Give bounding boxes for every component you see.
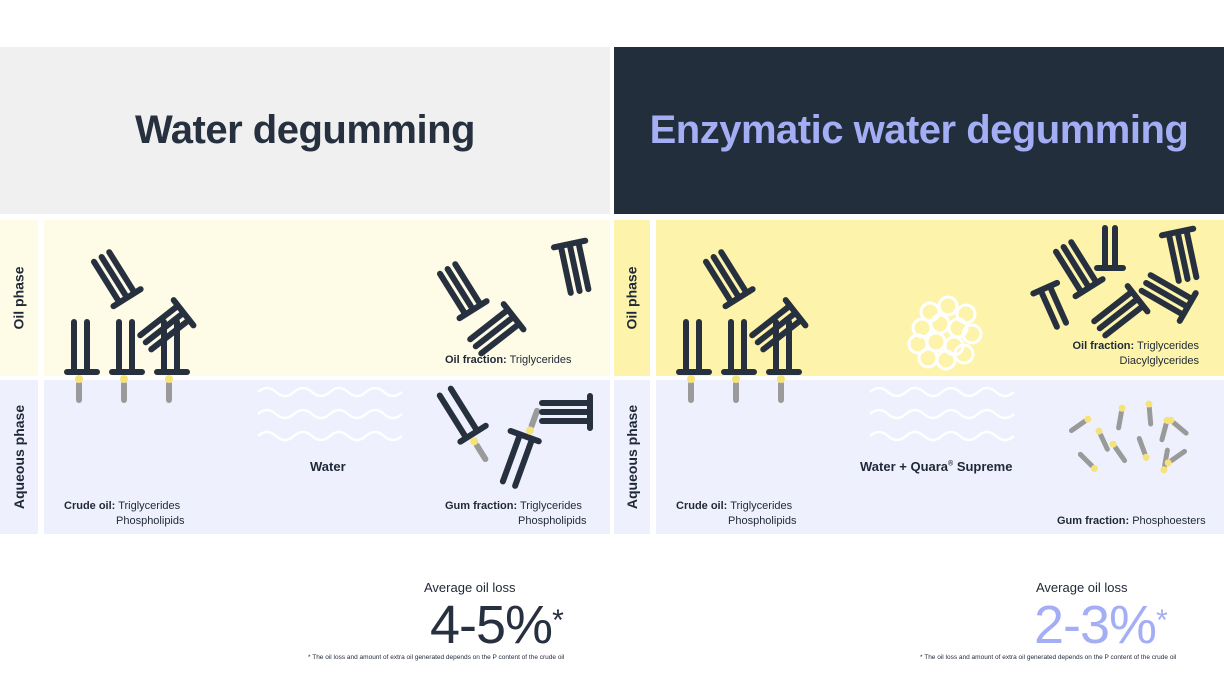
right-water-label-prefix: Water + Quara bbox=[860, 459, 949, 474]
left-loss-label: Average oil loss bbox=[424, 580, 516, 595]
right-aqueous-phase-tab bbox=[614, 380, 650, 534]
left-loss-value: 4-5%* bbox=[430, 595, 564, 655]
left-oil-fraction-title: Oil fraction: bbox=[445, 354, 507, 366]
left-crude-oil-title: Crude oil: bbox=[64, 500, 116, 512]
right-crude-oil-item: Triglycerides bbox=[730, 500, 793, 512]
phospholipid-icon bbox=[679, 322, 709, 400]
right-oil-fraction-title: Oil fraction: bbox=[1072, 340, 1135, 352]
right-oil-fraction-caption: Oil fraction: Triglycerides Diacylglycer… bbox=[1057, 339, 1199, 369]
right-loss-number: 2-3% bbox=[1034, 595, 1157, 655]
triglyceride-icon bbox=[542, 396, 590, 428]
triglyceride-icon bbox=[554, 241, 595, 295]
right-crude-oil-item: Phospholipids bbox=[728, 515, 797, 527]
left-water-label: Water bbox=[310, 459, 346, 474]
right-gum-fraction-caption: Gum fraction: Phosphoesters bbox=[1057, 514, 1206, 529]
left-crude-oil-item: Triglycerides bbox=[118, 500, 181, 512]
left-oil-fraction-item: Triglycerides bbox=[509, 354, 572, 366]
left-crude-oil-item: Phospholipids bbox=[116, 515, 185, 527]
right-loss-asterisk: * bbox=[1156, 604, 1168, 637]
right-water-label-suffix: Supreme bbox=[953, 459, 1013, 474]
phosphoester-icon bbox=[1115, 404, 1126, 428]
triglyceride-icon bbox=[434, 261, 487, 319]
left-loss-asterisk: * bbox=[552, 604, 564, 637]
header-water-degumming: Water degumming bbox=[0, 47, 610, 214]
phospholipid-icon bbox=[67, 322, 97, 400]
left-gum-fraction-item: Phospholipids bbox=[518, 515, 587, 527]
right-crude-oil-title: Crude oil: bbox=[676, 500, 728, 512]
registered-mark: ® bbox=[948, 460, 954, 468]
left-loss-number: 4-5% bbox=[430, 595, 553, 655]
left-gum-fraction-title: Gum fraction: bbox=[445, 500, 518, 512]
phosphoester-icon bbox=[1078, 452, 1100, 474]
right-oil-fraction-item: Triglycerides bbox=[1137, 340, 1199, 352]
right-gum-fraction-item: Phosphoesters bbox=[1132, 515, 1206, 527]
phospholipid-icon bbox=[434, 383, 501, 465]
phosphoester-icon bbox=[1136, 437, 1151, 461]
left-oil-phase-panel bbox=[44, 220, 610, 376]
right-loss-label: Average oil loss bbox=[1036, 580, 1128, 595]
title-enzymatic-degumming: Enzymatic water degumming bbox=[649, 108, 1189, 152]
phospholipid-icon bbox=[493, 405, 548, 489]
left-aqueous-phase-panel bbox=[44, 380, 610, 534]
right-water-label: Water + Quara® Supreme bbox=[860, 459, 1012, 474]
header-enzymatic-degumming: Enzymatic water degumming bbox=[614, 47, 1224, 214]
triglyceride-icon bbox=[1090, 286, 1148, 341]
right-crude-oil-caption: Crude oil: Triglycerides Phospholipids bbox=[676, 499, 797, 529]
left-crude-oil-caption: Crude oil: Triglycerides Phospholipids bbox=[64, 499, 185, 529]
phosphoester-icon bbox=[1166, 415, 1189, 435]
oil-droplet-cluster-icon bbox=[907, 295, 983, 371]
left-footnote: * The oil loss and amount of extra oil g… bbox=[308, 654, 565, 661]
triglyceride-icon bbox=[88, 249, 141, 307]
triglyceride-icon bbox=[1162, 229, 1203, 283]
right-aqueous-phase-panel bbox=[656, 380, 1224, 534]
left-aqueous-phase-tab bbox=[0, 380, 38, 534]
phosphoester-icon bbox=[1145, 400, 1154, 424]
right-oil-phase-tab bbox=[614, 220, 650, 376]
left-gum-fraction-item: Triglycerides bbox=[519, 500, 582, 512]
left-oil-phase-tab bbox=[0, 220, 38, 376]
right-gum-fraction-title: Gum fraction: bbox=[1057, 515, 1130, 527]
left-gum-fraction-caption: Gum fraction: Triglycerides Phospholipid… bbox=[445, 499, 587, 529]
triglyceride-icon bbox=[466, 304, 524, 359]
title-water-degumming: Water degumming bbox=[135, 108, 475, 152]
water-wave-icon bbox=[868, 386, 1016, 442]
water-wave-icon bbox=[256, 386, 404, 442]
right-loss-value: 2-3%* bbox=[1034, 595, 1168, 655]
left-oil-fraction-caption: Oil fraction: Triglycerides bbox=[445, 353, 572, 368]
right-oil-fraction-item: Diacylglycerides bbox=[1119, 355, 1199, 367]
diacylglyceride-icon bbox=[1030, 279, 1070, 330]
phosphoester-icon bbox=[1069, 414, 1092, 433]
triglyceride-icon bbox=[700, 249, 753, 307]
phospholipid-icon bbox=[112, 322, 142, 400]
phosphoester-icon bbox=[1094, 426, 1110, 450]
phosphoester-icon bbox=[1108, 439, 1127, 462]
right-footnote: * The oil loss and amount of extra oil g… bbox=[920, 654, 1177, 661]
phospholipid-icon bbox=[724, 322, 754, 400]
diacylglyceride-icon bbox=[1094, 225, 1126, 271]
